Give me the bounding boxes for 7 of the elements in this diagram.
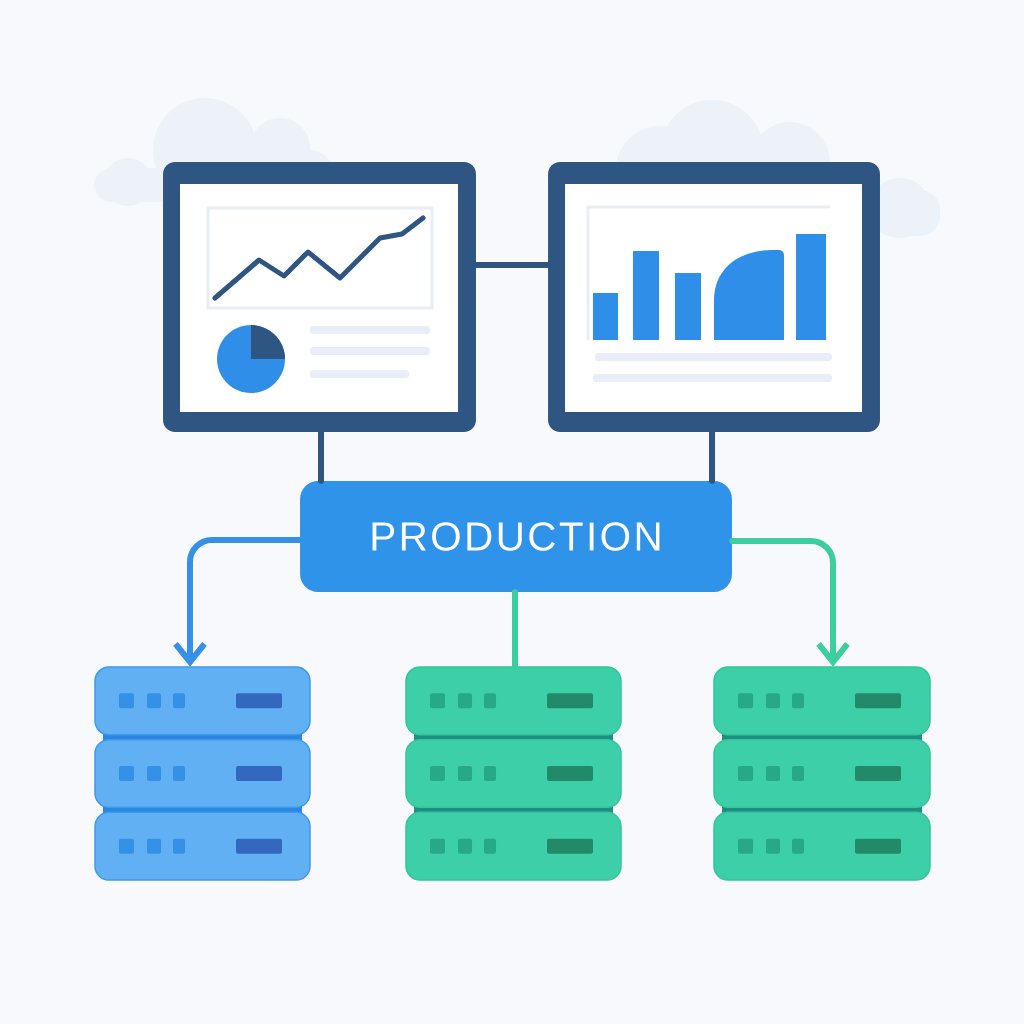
connector-line <box>473 262 551 268</box>
connector-line <box>709 429 715 484</box>
process-box: PRODUCTION <box>300 481 732 592</box>
arrow <box>729 538 850 667</box>
connector-line <box>512 589 518 670</box>
arrow <box>173 537 303 667</box>
connector-line <box>318 429 324 484</box>
